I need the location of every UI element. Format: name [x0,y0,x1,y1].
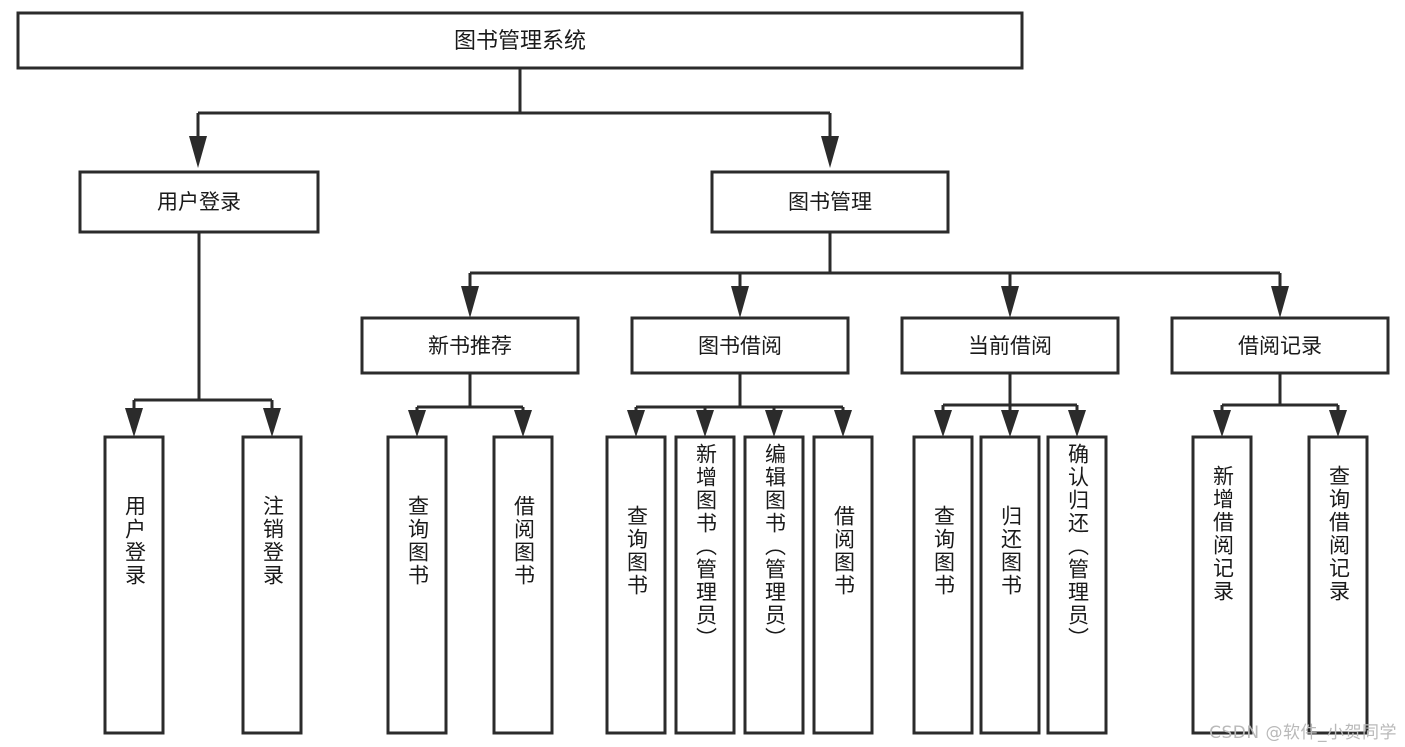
node-root-box [16,11,1024,70]
arrow-head-bookmanage-3 [1001,286,1019,318]
leaf-box-record-2[interactable] [1307,435,1369,735]
node-book-borrow-label: 图书借阅 [698,334,782,358]
leaf-box-borrow-2[interactable] [674,435,736,735]
leaf-box-borrow-1[interactable] [605,435,667,735]
leaf-box-recommend-2[interactable] [492,435,554,735]
node-book-manage-box [710,170,950,234]
node-book-manage[interactable]: 图书管理 [710,170,950,234]
node-book-manage-label: 图书管理 [788,190,872,214]
node-borrow-record[interactable]: 借阅记录 [1170,316,1390,375]
node-user-login-label: 用户登录 [157,190,241,214]
arrow-head-recommend-1 [408,410,426,437]
arrow-head-current-1 [934,410,952,437]
leaf-box-record-1[interactable] [1191,435,1253,735]
arrow-head-userlogin-2 [263,408,281,437]
node-current-borrow-label: 当前借阅 [968,334,1052,358]
leaf-box-current-2[interactable] [979,435,1041,735]
leaf-box-borrow-3[interactable] [743,435,805,735]
arrow-head-bookmanage-4 [1271,286,1289,318]
arrow-head-record-1 [1213,410,1231,437]
node-user-login[interactable]: 用户登录 [78,170,320,234]
node-current-borrow-box [900,316,1120,375]
leaf-box-user-login-2[interactable] [241,435,303,735]
leaf-box-borrow-4[interactable] [812,435,874,735]
arrow-head-borrow-2 [696,410,714,437]
leaf-box-user-login-1[interactable] [103,435,165,735]
node-book-borrow[interactable]: 图书借阅 [630,316,850,375]
arrow-head-current-3 [1068,410,1086,437]
arrow-head-borrow-3 [765,410,783,437]
arrow-head-borrow-1 [627,410,645,437]
arrow-head-bookmanage-1 [461,286,479,318]
leaf-box-recommend-1[interactable] [386,435,448,735]
arrow-head-recommend-2 [514,410,532,437]
arrow-head-root-2 [821,136,839,168]
node-root-label: 图书管理系统 [454,29,586,54]
node-new-book-recommend[interactable]: 新书推荐 [360,316,580,375]
node-current-borrow[interactable]: 当前借阅 [900,316,1120,375]
arrow-head-userlogin-1 [125,408,143,437]
node-new-book-recommend-label: 新书推荐 [428,334,512,358]
watermark-text: CSDN @软件_小贺同学 [1209,723,1397,743]
arrow-head-record-2 [1329,410,1347,437]
node-new-book-recommend-box [360,316,580,375]
node-borrow-record-label: 借阅记录 [1238,334,1322,358]
arrow-head-borrow-4 [834,410,852,437]
node-borrow-record-box [1170,316,1390,375]
arrow-head-current-2 [1001,410,1019,437]
node-book-borrow-box [630,316,850,375]
leaf-box-current-1[interactable] [912,435,974,735]
leaf-box-current-3[interactable] [1046,435,1108,735]
arrow-head-bookmanage-2 [731,286,749,318]
arrow-head-root-1 [189,136,207,168]
node-root-system[interactable]: 图书管理系统 [16,11,1024,70]
